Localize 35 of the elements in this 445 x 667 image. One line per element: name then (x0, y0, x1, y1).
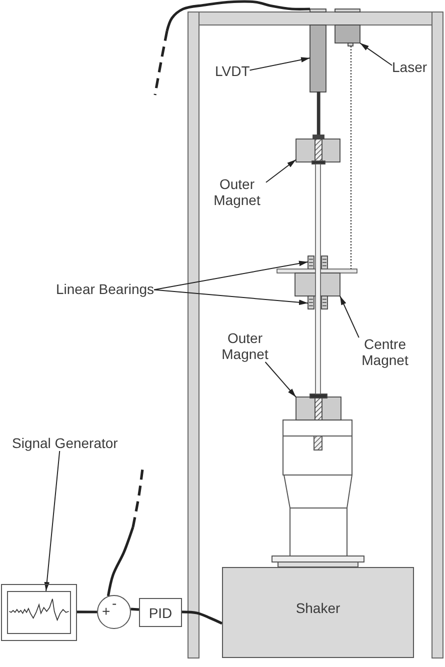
part-label: Centre Magnet (356, 336, 414, 368)
connecting-rod (315, 164, 321, 394)
part-label: Signal Generator (12, 435, 118, 451)
part-label: Linear Bearings (56, 281, 154, 297)
leader-arrow (340, 296, 360, 338)
pid-controller: PID (139, 598, 182, 627)
shaker: Shaker (222, 567, 414, 658)
leader-arrow (264, 362, 296, 398)
summing-junction (97, 595, 131, 629)
part-label: LVDT (215, 63, 250, 79)
lvdt-core-rod (316, 92, 320, 136)
cable (182, 610, 223, 625)
leader-arrow (360, 42, 392, 66)
laser-sensor (334, 8, 360, 46)
leader-arrow (266, 159, 296, 183)
laser-beam (350, 46, 352, 270)
leader-arrow (154, 260, 308, 290)
leader-arrow (44, 450, 60, 592)
part-label: Outer Magnet (216, 330, 274, 362)
cable (166, 0, 310, 32)
part-label: Laser (392, 59, 428, 75)
leader-arrow (154, 289, 308, 306)
lvdt-sensor (310, 8, 326, 92)
generator-screen (7, 591, 71, 634)
plus-sign: + (102, 603, 110, 619)
cable (77, 610, 97, 614)
minus-sign: - (112, 595, 117, 611)
linear-bearing (308, 296, 328, 310)
outer-magnet (296, 134, 340, 164)
part-label: Outer Magnet (208, 176, 266, 208)
signal-generator (1, 584, 77, 641)
cable (130, 608, 140, 611)
outer-magnet (296, 394, 342, 420)
leader-arrow (249, 57, 310, 71)
cable (106, 526, 134, 596)
